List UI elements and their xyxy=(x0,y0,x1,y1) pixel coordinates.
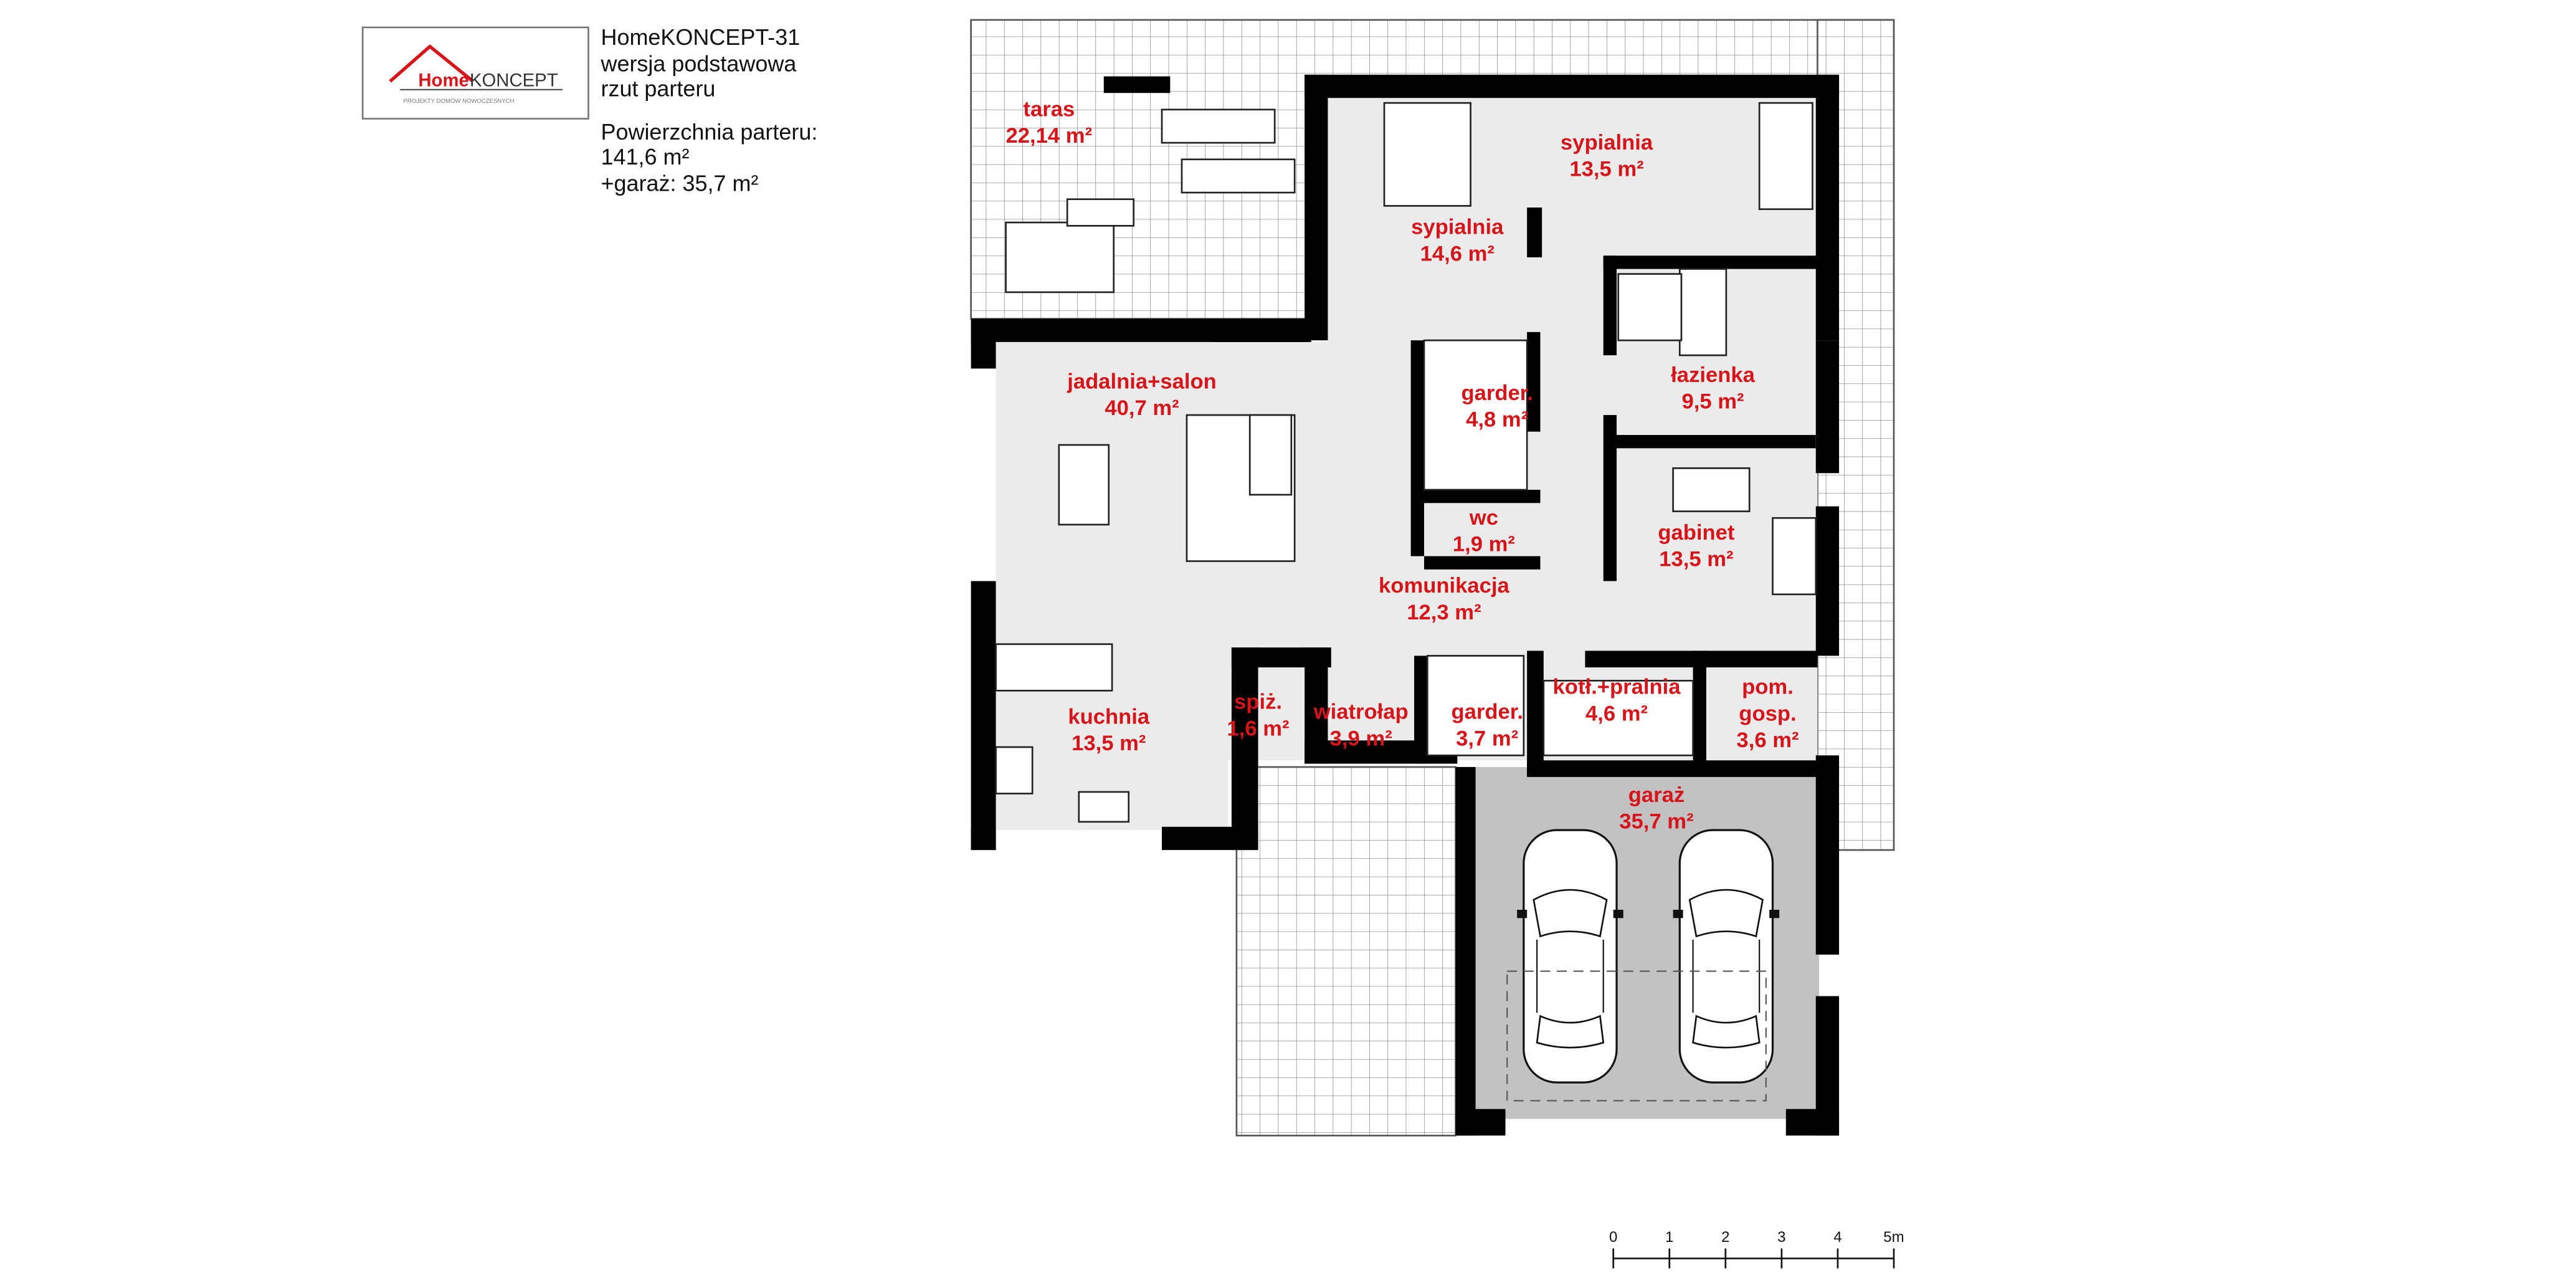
room-name-garderoba-1: garder. xyxy=(1461,381,1533,405)
furniture xyxy=(995,102,1817,823)
room-name-gabinet: gabinet xyxy=(1658,521,1735,545)
room-area-jadalnia-salon: 40,7 m² xyxy=(1105,396,1179,420)
room-area-garderoba-2: 3,7 m² xyxy=(1456,727,1518,750)
company-logo: Home KONCEPT PROJEKTY DOMÓW NOWOCZESNYCH xyxy=(361,26,589,120)
room-name-sypialnia-2: sypialnia xyxy=(1561,131,1653,155)
room-name-garderoba-2: garder. xyxy=(1451,700,1523,724)
scale-tick-label: 1 xyxy=(1665,1229,1673,1246)
room-area2-pom-gosp: 3,6 m² xyxy=(1736,728,1799,752)
garage-cars xyxy=(1506,829,1780,1102)
room-area-kotlownia-pralnia: 4,6 m² xyxy=(1585,702,1648,725)
scale-bar: 0 1 2 3 4 5m xyxy=(1609,1229,1904,1269)
room-name-taras: taras xyxy=(1023,98,1075,122)
room-area-wiatrolap: 3,9 m² xyxy=(1330,727,1392,750)
floor-area-label: Powierzchnia parteru: xyxy=(601,118,818,144)
house-roof-icon: Home KONCEPT PROJEKTY DOMÓW NOWOCZESNYCH xyxy=(389,44,563,105)
room-name-kotlownia-pralnia: kotł.+pralnia xyxy=(1553,675,1681,699)
scale-tick-label: 3 xyxy=(1777,1229,1785,1246)
project-info: HomeKONCEPT-31 wersja podstawowa rzut pa… xyxy=(601,25,817,196)
scale-tick-label: 2 xyxy=(1721,1229,1729,1246)
project-variant: wersja podstawowa xyxy=(601,50,797,76)
logo-tagline: PROJEKTY DOMÓW NOWOCZESNYCH xyxy=(403,98,514,105)
room-name-lazienka: łazienka xyxy=(1671,363,1755,387)
room-area-taras: 22,14 m² xyxy=(1006,124,1093,148)
room-area-spiz: 1,6 m² xyxy=(1227,717,1290,740)
room-area-pom-gosp: gosp. xyxy=(1739,702,1796,725)
scale-tick-label: 0 xyxy=(1609,1229,1617,1246)
room-name-spiz: spiż. xyxy=(1234,690,1282,714)
room-area-garaz: 35,7 m² xyxy=(1619,809,1693,833)
logo-home-text: Home xyxy=(418,70,468,91)
room-area-kuchnia: 13,5 m² xyxy=(1072,732,1146,755)
scale-tick-label: 5m xyxy=(1883,1229,1904,1246)
garage-area-value: +garaż: 35,7 m² xyxy=(601,170,759,196)
room-area-komunikacja: 12,3 m² xyxy=(1407,601,1481,624)
room-area-sypialnia-2: 13,5 m² xyxy=(1569,157,1643,181)
room-name-jadalnia-salon: jadalnia+salon xyxy=(1067,370,1217,393)
scale-tick-label: 4 xyxy=(1833,1229,1842,1246)
room-area-gabinet: 13,5 m² xyxy=(1659,548,1733,571)
room-name-komunikacja: komunikacja xyxy=(1379,574,1510,598)
room-area-garderoba-1: 4,8 m² xyxy=(1466,408,1528,432)
floor-area-value: 141,6 m² xyxy=(601,144,690,169)
room-area-lazienka: 9,5 m² xyxy=(1682,389,1744,413)
project-view: rzut parteru xyxy=(601,76,716,102)
room-area-sypialnia-1: 14,6 m² xyxy=(1420,242,1495,265)
room-name-wc: wc xyxy=(1469,506,1498,530)
room-name-sypialnia-1: sypialnia xyxy=(1411,216,1504,239)
room-name-garaz: garaż xyxy=(1628,783,1685,807)
logo-koncept-text: KONCEPT xyxy=(470,70,558,91)
walls xyxy=(971,74,1840,1136)
room-area-wc: 1,9 m² xyxy=(1453,533,1515,556)
room-name-pom-gosp: pom. xyxy=(1742,675,1794,699)
room-name-kuchnia: kuchnia xyxy=(1068,705,1150,729)
room-name-wiatrolap: wiatrołap xyxy=(1313,700,1409,724)
project-title: HomeKONCEPT-31 xyxy=(601,24,801,50)
